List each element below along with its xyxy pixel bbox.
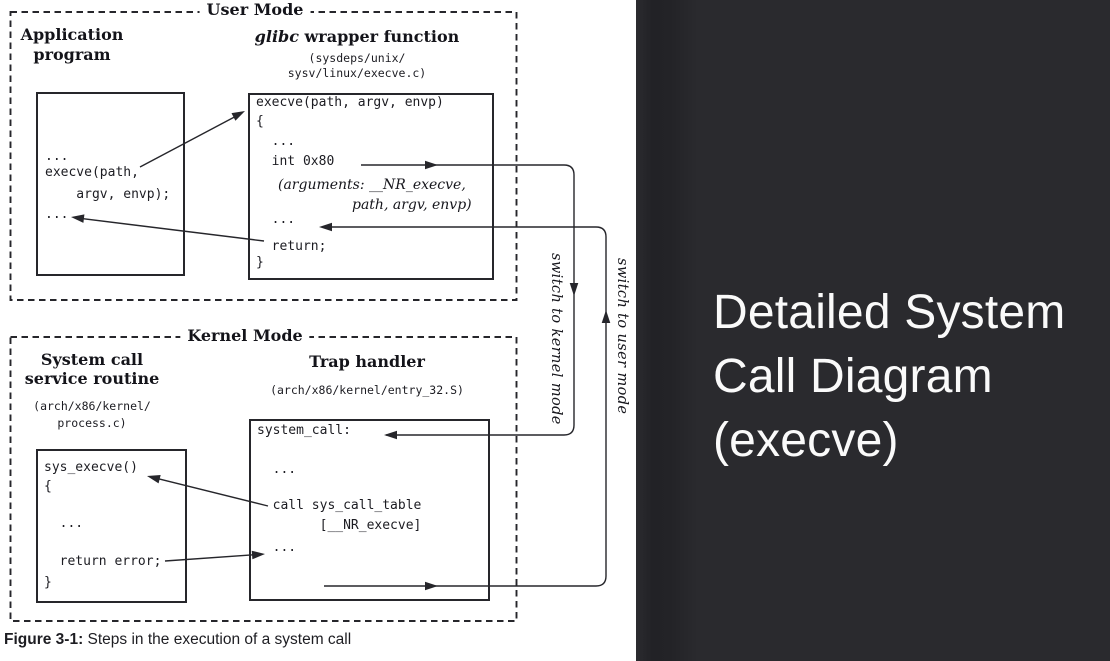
service-routine-heading-line2: service routine xyxy=(24,369,160,388)
glibc-args-note-line2: path, argv, envp) xyxy=(352,197,472,213)
app-code-line: execve(path, xyxy=(45,165,139,180)
sys-code-line: sys_execve() xyxy=(44,460,138,475)
sys-code-line: { xyxy=(44,479,52,494)
slide-title-line1: Detailed System xyxy=(713,286,1066,339)
trap-code-line: [__NR_execve] xyxy=(257,518,422,533)
service-routine-path-line2: process.c) xyxy=(57,416,127,430)
figure-area: User Mode Kernel Mode Application progra… xyxy=(0,1,630,649)
application-heading-line2: program xyxy=(33,45,111,64)
slide-title-line2: Call Diagram xyxy=(713,350,993,403)
glibc-heading-line: glibc wrapper function xyxy=(237,27,477,47)
glibc-code-line: ... xyxy=(256,212,296,227)
service-routine-path-line1: (arch/x86/kernel/ xyxy=(33,399,151,413)
trap-code-line: ... xyxy=(257,462,297,477)
slide-title-line3: (execve) xyxy=(713,414,899,467)
glibc-word: glibc xyxy=(254,27,299,46)
figure-caption-text: Steps in the execution of a system call xyxy=(83,631,352,648)
sys-code-line: ... xyxy=(44,516,84,531)
slide-title: Detailed System Call Diagram (execve) xyxy=(713,281,1065,473)
sys-code-line: return error; xyxy=(44,554,162,569)
glibc-code-line: { xyxy=(256,114,264,129)
glibc-args-note-line1: (arguments: __NR_execve, xyxy=(278,177,466,193)
trap-handler-source-path: (arch/x86/kernel/entry_32.S) xyxy=(270,383,464,397)
figure-caption: Figure 3-1: Steps in the execution of a … xyxy=(4,631,351,649)
user-mode-label: User Mode xyxy=(199,1,311,18)
glibc-code-line: execve(path, argv, envp) xyxy=(256,95,444,110)
glibc-wrapper-heading: glibc wrapper function (sysdeps/unix/ sy… xyxy=(237,27,477,81)
service-routine-source-path: (arch/x86/kernel/ process.c) xyxy=(17,398,167,432)
glibc-heading-rest: wrapper function xyxy=(298,27,460,46)
app-code-line: ... xyxy=(45,149,69,164)
glibc-code-line: int 0x80 xyxy=(256,154,335,169)
glibc-code-line: ... xyxy=(256,134,296,149)
switch-to-user-mode-label: switch to user mode xyxy=(614,258,630,415)
trap-handler-heading: Trap handler (arch/x86/kernel/entry_32.S… xyxy=(247,352,487,398)
service-routine-heading-line1: System call xyxy=(40,350,144,369)
glibc-path-line2: sysv/linux/execve.c) xyxy=(287,66,427,80)
app-code-line: ... xyxy=(45,207,69,222)
glibc-code-line: return; xyxy=(256,239,327,254)
glibc-source-path: (sysdeps/unix/ sysv/linux/execve.c) xyxy=(237,51,477,81)
service-routine-heading: System call service routine (arch/x86/ke… xyxy=(17,350,167,432)
kernel-mode-label: Kernel Mode xyxy=(180,327,310,344)
trap-handler-heading-line: Trap handler xyxy=(309,352,425,371)
application-code-box xyxy=(36,92,185,276)
sys-code-line: } xyxy=(44,575,52,590)
glibc-code-line: } xyxy=(256,255,264,270)
trap-code-line: call sys_call_table xyxy=(257,498,422,513)
app-code-line: argv, envp); xyxy=(45,187,171,202)
trap-code-line: ... xyxy=(257,540,297,555)
application-heading-line1: Application xyxy=(20,25,124,44)
switch-to-kernel-mode-label: switch to kernel mode xyxy=(548,253,564,425)
trap-code-line: system_call: xyxy=(257,423,351,438)
figure-caption-number: Figure 3-1: xyxy=(4,631,84,648)
side-panel: Detailed System Call Diagram (execve) xyxy=(636,0,1110,661)
glibc-path-line1: (sysdeps/unix/ xyxy=(308,51,406,65)
application-program-heading: Application program xyxy=(0,25,144,65)
